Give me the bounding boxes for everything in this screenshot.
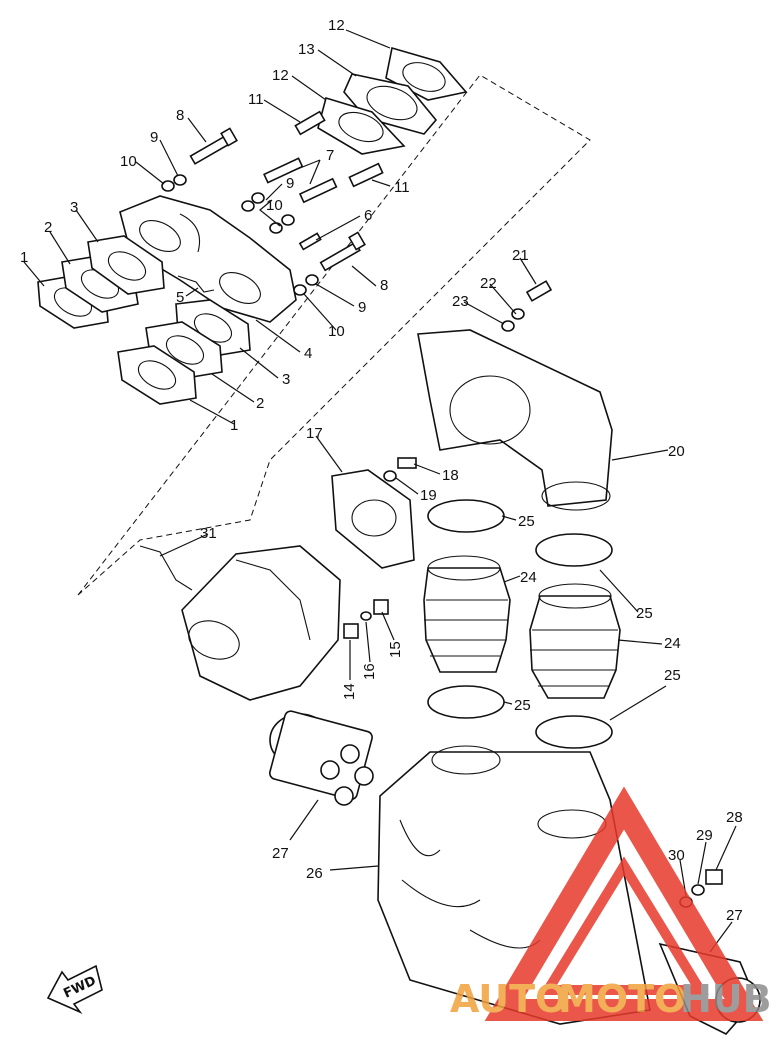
washer-19 xyxy=(383,470,397,482)
clamp-25-lower-right xyxy=(535,715,613,749)
label-10-lower: 10 xyxy=(328,323,345,340)
label-25-lower-right: 25 xyxy=(664,667,681,684)
label-13: 13 xyxy=(298,41,315,58)
label-2-left: 2 xyxy=(44,219,52,236)
label-11-right: 11 xyxy=(394,179,410,196)
label-22: 22 xyxy=(480,275,497,292)
automotohub-watermark: AUTO MOTO HUB xyxy=(450,786,772,1021)
bolt-8-lower xyxy=(319,231,366,272)
label-3-right: 3 xyxy=(282,371,290,388)
part-number-labels: 12 13 12 11 8 9 10 7 9 10 11 6 8 9 10 1 … xyxy=(20,17,743,924)
washers-9-10-mid xyxy=(241,192,295,234)
stud-11-right xyxy=(348,162,384,188)
watermark-triangle-logo xyxy=(484,786,764,1021)
watermark-hub: HUB xyxy=(680,977,772,1021)
outlet-cover-27-left xyxy=(268,710,374,806)
washer-22 xyxy=(511,308,525,320)
label-25-upper-right: 25 xyxy=(636,605,653,622)
label-9-lower: 9 xyxy=(358,299,366,316)
fitting-6 xyxy=(298,232,322,251)
gasket-1-right xyxy=(117,345,197,405)
label-24-left: 24 xyxy=(520,569,537,586)
label-21: 21 xyxy=(512,247,529,264)
label-7: 7 xyxy=(326,147,334,164)
clamp-25-upper-right xyxy=(535,533,613,567)
washer-29 xyxy=(691,884,705,896)
label-15: 15 xyxy=(387,641,404,658)
label-8-lower: 8 xyxy=(380,277,388,294)
stud-11-upper xyxy=(294,110,326,136)
bolts-7 xyxy=(263,157,338,204)
label-20: 20 xyxy=(668,443,685,460)
label-29: 29 xyxy=(696,827,713,844)
label-9-upper: 9 xyxy=(150,129,158,146)
label-12-top: 12 xyxy=(328,17,345,34)
bolt-8-upper xyxy=(189,127,238,165)
watermark-moto: MOTO xyxy=(558,977,686,1021)
nut-10-lower xyxy=(293,284,307,296)
label-1-left: 1 xyxy=(20,249,28,266)
label-6: 6 xyxy=(364,207,372,224)
label-30: 30 xyxy=(668,847,685,864)
label-11-upper: 11 xyxy=(248,91,264,108)
label-12-lower: 12 xyxy=(272,67,289,84)
label-1-right: 1 xyxy=(230,417,238,434)
label-27-left: 27 xyxy=(272,845,289,862)
label-26: 26 xyxy=(306,865,323,882)
washer-9-upper xyxy=(173,174,187,186)
label-4: 4 xyxy=(304,345,312,362)
watermark-auto: AUTO xyxy=(450,977,567,1021)
label-27-right: 27 xyxy=(726,907,743,924)
clip-5 xyxy=(177,275,215,293)
label-24-right: 24 xyxy=(664,635,681,652)
clamp-25-upper-left xyxy=(427,499,505,533)
bellows-24-left xyxy=(423,555,511,673)
clamp-25-lower-left xyxy=(427,685,505,719)
label-8-upper: 8 xyxy=(176,107,184,124)
fwd-arrow: FWD xyxy=(46,964,103,1014)
label-16: 16 xyxy=(361,663,378,680)
label-3-left: 3 xyxy=(70,199,78,216)
label-9-mid: 9 xyxy=(286,175,294,192)
nut-10-upper xyxy=(161,180,175,192)
label-18: 18 xyxy=(442,467,459,484)
spacer-3-left xyxy=(87,235,165,295)
dashed-assembly-frame xyxy=(77,74,591,596)
bellows-24-right xyxy=(529,583,621,699)
nuts-14-15-16 xyxy=(343,599,389,639)
label-17: 17 xyxy=(306,425,323,442)
label-31: 31 xyxy=(200,525,217,542)
label-19: 19 xyxy=(420,487,437,504)
label-28: 28 xyxy=(726,809,743,826)
bolt-18 xyxy=(397,457,417,469)
label-14: 14 xyxy=(341,683,358,700)
bolt-21 xyxy=(525,280,553,302)
label-2-right: 2 xyxy=(256,395,264,412)
expansion-box-26 xyxy=(377,745,651,1025)
label-25-lower-left: 25 xyxy=(514,697,531,714)
washer-9-lower xyxy=(305,274,319,286)
label-10-mid: 10 xyxy=(266,197,283,214)
spacer-13 xyxy=(343,73,438,135)
label-25-upper-left: 25 xyxy=(518,513,535,530)
nut-23 xyxy=(501,320,515,332)
label-10-upper: 10 xyxy=(120,153,137,170)
throttle-link-31 xyxy=(139,545,193,591)
bolt-28 xyxy=(705,869,723,885)
carburetor-body xyxy=(181,545,341,701)
elbow-20 xyxy=(417,329,613,511)
label-5: 5 xyxy=(176,289,184,306)
flange-17 xyxy=(331,469,415,569)
label-23: 23 xyxy=(452,293,469,310)
